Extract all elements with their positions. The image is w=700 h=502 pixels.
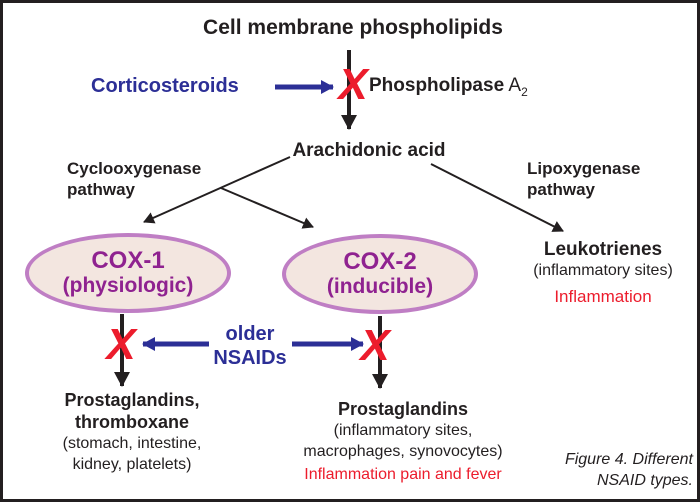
phospholipase-label: Phospholipase A2 — [369, 75, 528, 99]
caption-line1: Figure 4. Different — [564, 451, 693, 468]
pg2-sites-line1: (inflammatory sites, — [333, 422, 473, 439]
pg1-sites-line1: (stomach, intestine, — [62, 435, 202, 452]
leukotrienes-label: Leukotrienes — [543, 239, 663, 260]
leukotrienes-sites: (inflammatory sites) — [533, 262, 673, 279]
pg1-line1: Prostaglandins, — [64, 390, 200, 410]
cyclooxygenase-line1: Cyclooxygenase — [67, 159, 202, 178]
phospholipase-letter: A — [508, 75, 522, 96]
prostaglandins-inflammatory-block: Prostaglandins (inflammatory sites, macr… — [278, 398, 528, 485]
pg2-effect: Inflammation pain and fever — [304, 466, 502, 483]
prostaglandins-thromboxane-block: Prostaglandins, thromboxane (stomach, in… — [32, 389, 232, 475]
corticosteroids-label: Corticosteroids — [91, 75, 239, 97]
cyclooxygenase-pathway-label: Cyclooxygenase pathway — [67, 158, 201, 200]
phospholipase-subscript: 2 — [521, 84, 528, 99]
figure-caption: Figure 4. Different NSAID types. — [538, 449, 693, 491]
nsaids-line2: NSAIDs — [213, 347, 287, 369]
lipoxygenase-line1: Lipoxygenase — [527, 159, 641, 178]
cox1-name: COX-1 — [91, 247, 165, 274]
older-nsaids-label: older NSAIDs — [190, 322, 310, 370]
cyclooxygenase-line2: pathway — [67, 180, 136, 199]
pg2-sites-line2: macrophages, synovocytes) — [303, 443, 503, 460]
cox2-name: COX-2 — [343, 248, 417, 275]
leukotrienes-effect: Inflammation — [554, 287, 652, 306]
arrow-arachidonic-to-cox1 — [143, 156, 291, 224]
block-x-icon: X — [360, 321, 390, 370]
pg1-line2: thromboxane — [74, 412, 189, 432]
pg2-line1: Prostaglandins — [337, 399, 469, 419]
phospholipase-word: Phospholipase — [369, 75, 505, 96]
cox1-subtitle: (physiologic) — [62, 274, 194, 297]
arrows-layer — [114, 50, 564, 389]
arachidonic-acid-label: Arachidonic acid — [292, 140, 446, 161]
cox2-node: COX-2 (inducible) — [282, 234, 478, 314]
pg1-sites-line2: kidney, platelets) — [72, 456, 192, 473]
lipoxygenase-pathway-label: Lipoxygenase pathway — [527, 158, 640, 200]
lipoxygenase-line2: pathway — [527, 180, 596, 199]
block-x-icon: X — [106, 320, 136, 369]
leukotrienes-block: Leukotrienes (inflammatory sites) Inflam… — [508, 239, 697, 307]
arrow-arachidonic-to-leukotrienes — [430, 163, 564, 232]
block-x-icon: X — [338, 60, 368, 109]
nsaids-line1: older — [225, 323, 275, 345]
cox2-subtitle: (inducible) — [326, 275, 434, 298]
cox1-node: COX-1 (physiologic) — [25, 233, 231, 313]
arrow-arachidonic-to-cox2 — [220, 187, 314, 229]
caption-line2: NSAID types. — [596, 472, 693, 489]
diagram-title: Cell membrane phospholipids — [203, 16, 503, 39]
